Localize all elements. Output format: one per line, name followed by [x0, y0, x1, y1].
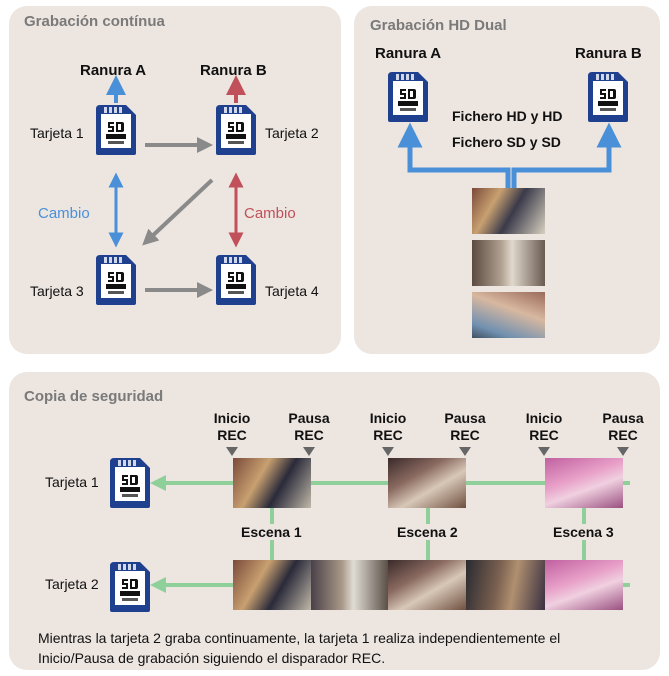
dual-left-arrow — [397, 122, 511, 188]
backup-title: Copia de seguridad — [24, 388, 164, 405]
dual-photo-1 — [472, 188, 545, 234]
dual-sd-card-a — [388, 72, 428, 122]
dual-slot-b-label: Ranura B — [575, 45, 642, 62]
switch-left-label: Cambio — [38, 205, 90, 222]
marker-tri-1 — [226, 447, 238, 456]
continuous-title: Grabación contínua — [24, 13, 165, 30]
continuous-panel — [9, 6, 341, 354]
scene-1-label: Escena 1 — [237, 524, 306, 540]
backup-card2-label: Tarjeta 2 — [45, 576, 99, 592]
card4-label: Tarjeta 4 — [265, 283, 319, 299]
card1-label: Tarjeta 1 — [30, 125, 84, 141]
backup-caption: Mientras la tarjeta 2 graba continuament… — [38, 630, 561, 666]
backup-sd-card-2 — [110, 562, 150, 612]
backup-panel — [9, 372, 660, 670]
clip-bottom-3 — [388, 560, 466, 610]
clip-scene3-card1 — [545, 458, 623, 508]
card3-label: Tarjeta 3 — [30, 283, 84, 299]
clip-bottom-5 — [545, 560, 623, 610]
switch-right-label: Cambio — [244, 205, 296, 222]
sd-card-4 — [216, 255, 256, 305]
marker-tri-5 — [538, 447, 550, 456]
marker-tri-2 — [303, 447, 315, 456]
clip-bottom-1 — [233, 560, 311, 610]
sd-card-1 — [96, 105, 136, 155]
continuous-slot-a-label: Ranura A — [80, 62, 147, 79]
scene-3-label: Escena 3 — [549, 524, 618, 540]
sd-card-3 — [96, 255, 136, 305]
card2-to-card3-arrow — [142, 178, 214, 246]
continuous-slot-b-label: Ranura B — [200, 62, 267, 79]
dual-right-arrow — [511, 122, 622, 188]
dual-title: Grabación HD Dual — [370, 17, 507, 34]
dual-photo-3 — [472, 292, 545, 338]
marker-tri-3 — [382, 447, 394, 456]
backup-card1-label: Tarjeta 1 — [45, 474, 99, 490]
marker-tri-6 — [617, 447, 629, 456]
dual-photo-2 — [472, 240, 545, 286]
clip-bottom-2 — [311, 560, 388, 610]
dual-sd-card-b — [588, 72, 628, 122]
clip-scene2-card1 — [388, 458, 466, 508]
marker-tri-4 — [459, 447, 471, 456]
dual-file-sd-label: Fichero SD y SD — [452, 134, 561, 150]
backup-sd-card-1 — [110, 458, 150, 508]
dual-file-hd-label: Fichero HD y HD — [452, 108, 563, 124]
sd-card-2 — [216, 105, 256, 155]
scene-2-label: Escena 2 — [393, 524, 462, 540]
card2-label: Tarjeta 2 — [265, 125, 319, 141]
clip-bottom-4 — [466, 560, 545, 610]
clip-scene1-card1 — [233, 458, 311, 508]
dual-slot-a-label: Ranura A — [375, 45, 442, 62]
